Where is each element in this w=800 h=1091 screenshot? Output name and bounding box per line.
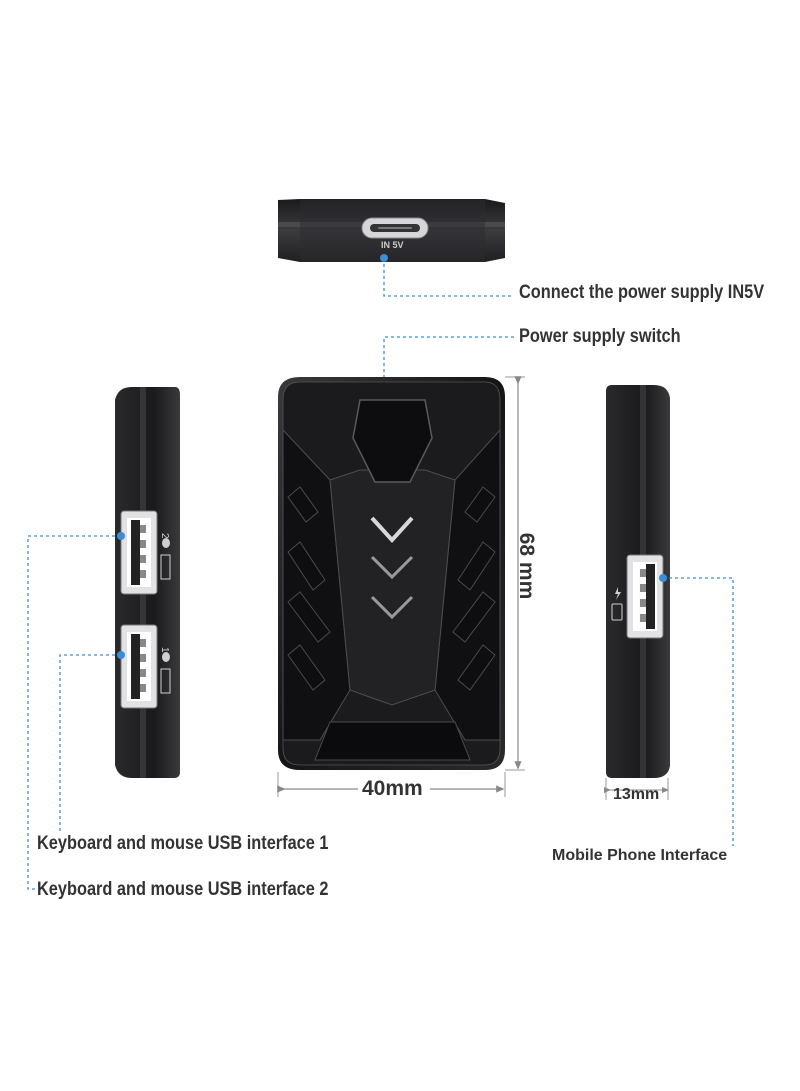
mouse-icon <box>162 652 170 662</box>
device-left-side-view <box>115 387 180 778</box>
usb-port-2-number: 2 <box>159 533 170 539</box>
mobile-usb-port <box>626 554 664 639</box>
label-usb-interface-1: Keyboard and mouse USB interface 1 <box>37 833 329 854</box>
usb-port-2 <box>120 510 158 595</box>
usb-port-1-number: 1 <box>159 647 170 653</box>
chevron-logo-icon <box>370 516 414 543</box>
power-switch-button <box>352 399 433 483</box>
power-supply-leader <box>380 254 514 297</box>
usb1-leader <box>59 651 125 832</box>
device-right-side-view <box>606 385 670 778</box>
phone-icon <box>611 603 623 621</box>
dimension-height <box>505 376 525 771</box>
dimension-width-label: 40mm <box>362 777 423 800</box>
keyboard-icon <box>160 554 171 580</box>
device-top-view <box>278 199 505 262</box>
mouse-icon <box>162 538 170 548</box>
label-usb-interface-2: Keyboard and mouse USB interface 2 <box>37 879 329 900</box>
charge-icon <box>615 587 621 600</box>
phone-leader <box>659 574 734 846</box>
usb2-leader <box>27 532 125 890</box>
dimension-height-label: 68 mm <box>515 532 538 600</box>
dimension-width <box>277 772 506 797</box>
dimension-thickness <box>604 778 669 800</box>
device-front-view <box>278 377 505 770</box>
label-power-switch: Power supply switch <box>519 326 681 347</box>
label-power-supply: Connect the power supply IN5V <box>519 282 765 303</box>
label-mobile-phone-interface: Mobile Phone Interface <box>552 847 728 864</box>
typec-port-text: IN 5V <box>381 240 404 250</box>
keyboard-icon <box>160 668 171 694</box>
dimension-thickness-label: 13mm <box>613 786 660 803</box>
usb-port-1 <box>120 624 158 709</box>
